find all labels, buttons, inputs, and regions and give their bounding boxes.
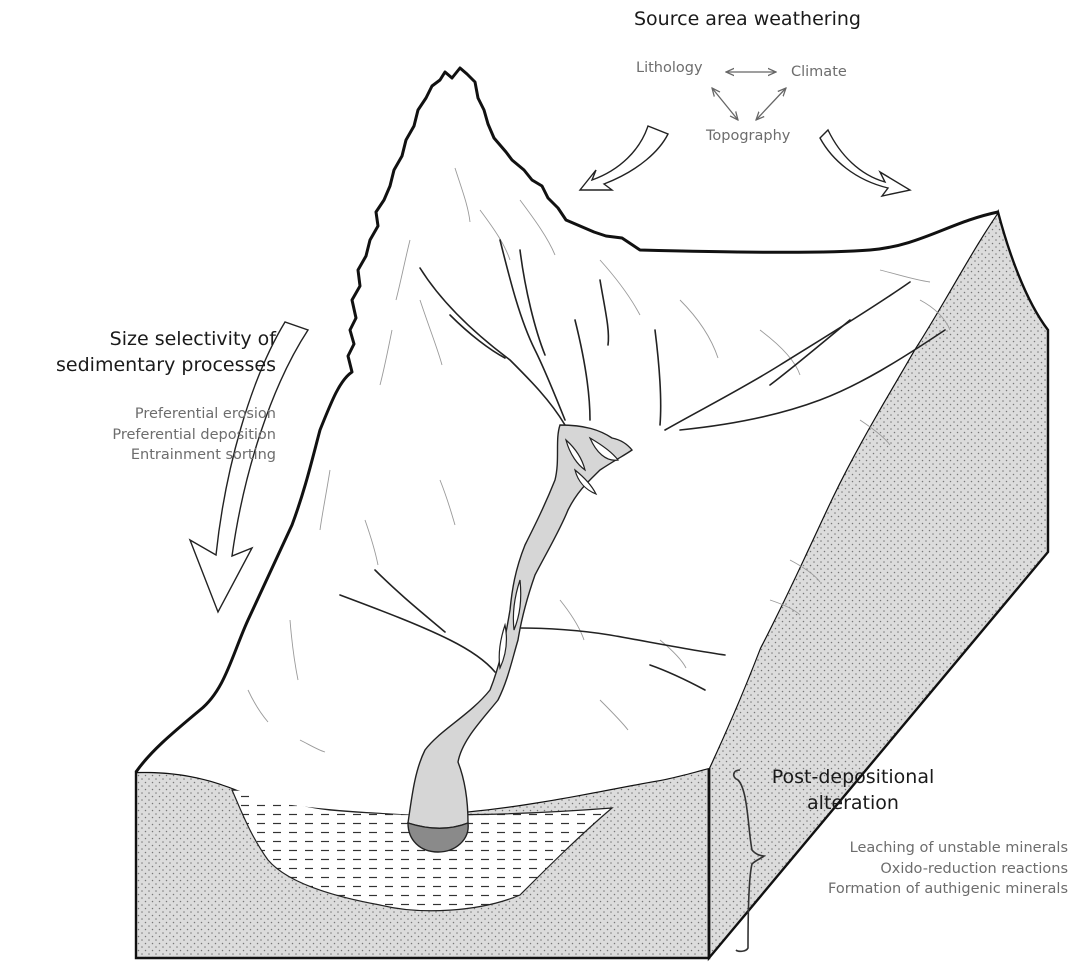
post-depositional-item: Leaching of unstable minerals: [760, 838, 1068, 859]
arrow-weathering-left: [580, 126, 668, 190]
size-selectivity-item: Entrainment sorting: [0, 445, 276, 466]
post-depositional-list: Leaching of unstable minerals Oxido-redu…: [760, 838, 1068, 900]
factor-topography: Topography: [706, 128, 790, 144]
source-weathering-title: Source area weathering: [634, 6, 861, 32]
size-selectivity-title: Size selectivity of sedimentary processe…: [0, 326, 276, 378]
weathering-factor-arrows: [712, 72, 786, 120]
size-selectivity-item: Preferential erosion: [0, 404, 276, 425]
size-selectivity-list: Preferential erosion Preferential deposi…: [0, 404, 276, 466]
post-depositional-item: Oxido-reduction reactions: [760, 859, 1068, 880]
post-depositional-title: Post-depositional alteration: [770, 764, 936, 816]
size-selectivity-item: Preferential deposition: [0, 425, 276, 446]
factor-lithology: Lithology: [636, 60, 703, 76]
factor-climate: Climate: [791, 64, 847, 80]
post-depositional-item: Formation of authigenic minerals: [760, 879, 1068, 900]
arrow-weathering-right: [820, 130, 910, 196]
